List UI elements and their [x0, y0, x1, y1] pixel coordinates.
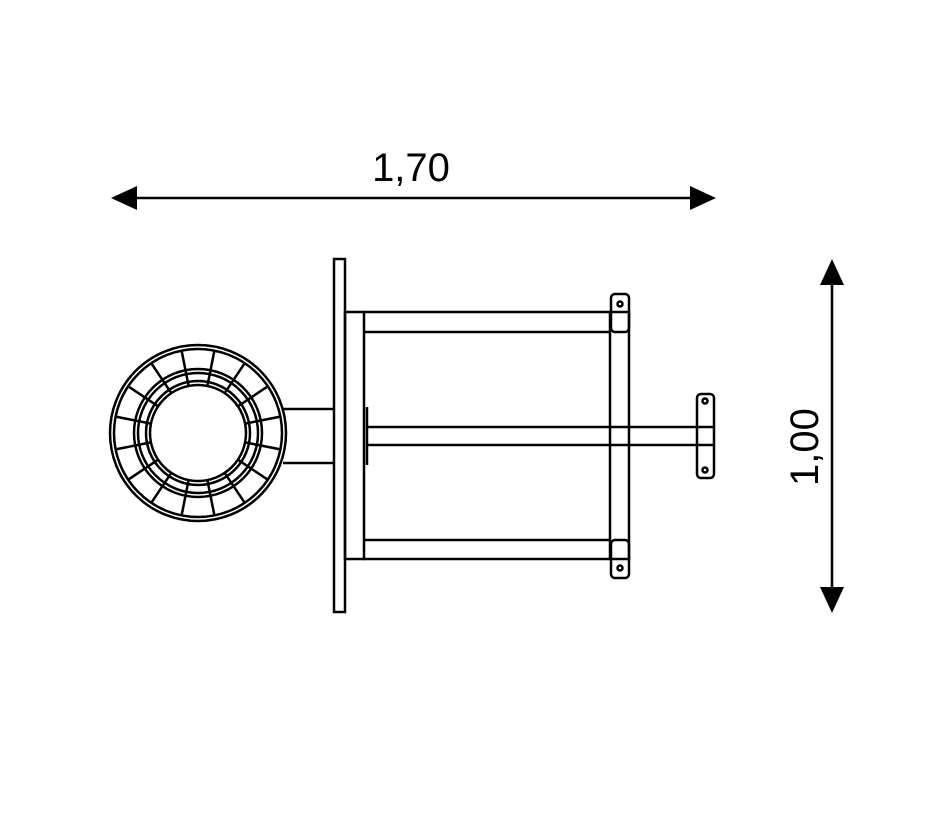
tube-inner-ring-b [148, 383, 248, 483]
depth-dimension-label: 1,00 [783, 408, 827, 486]
tube-spoke [180, 350, 190, 387]
depth-arrow-bottom [820, 587, 844, 613]
frame-right-post [608, 310, 631, 561]
tube-middle-ring-a [132, 367, 264, 499]
bracket-bottom [609, 538, 631, 580]
bracket-top [609, 292, 631, 334]
tube-spoke [115, 415, 152, 425]
tube-spoke [237, 385, 269, 408]
bracket-end-bolt-top [701, 397, 709, 405]
tube-spoke [223, 362, 246, 394]
tube-spoke [244, 415, 281, 425]
tube-spoke [223, 472, 246, 504]
tube-spoke [150, 362, 173, 394]
main-frame [343, 310, 631, 561]
tube-inner-ring-a [144, 379, 252, 487]
tube-spoke [127, 385, 159, 408]
tube-spoke [206, 350, 216, 387]
tube-spoke [127, 458, 159, 481]
tube-spoke [206, 479, 216, 516]
bracket-end [695, 392, 716, 480]
tube-spokes [115, 350, 281, 516]
width-dimension-label: 1,70 [372, 146, 450, 190]
tube-spoke [237, 458, 269, 481]
bracket-top-bolt [616, 300, 624, 308]
bracket-end-bolt-bottom [701, 466, 709, 474]
equipment-plan [108, 257, 716, 614]
tube-outer-ring-b [112, 347, 284, 519]
tube-connector [283, 407, 334, 465]
center-beam [365, 407, 713, 465]
tube-spoke [180, 479, 190, 516]
wall-panel [332, 257, 347, 614]
depth-arrow-top [820, 259, 844, 285]
width-arrow-right [690, 186, 716, 210]
tube-spoke [150, 472, 173, 504]
depth-dimension: 1,00 [783, 259, 844, 613]
bracket-bottom-plate [609, 538, 631, 580]
frame-left-post [343, 310, 366, 561]
tube-outer-ring-a [108, 343, 288, 523]
circular-tube [108, 343, 288, 523]
tube-spoke [115, 441, 152, 451]
width-arrow-left [111, 186, 137, 210]
tube-spoke [244, 441, 281, 451]
bracket-end-plate [695, 392, 716, 480]
width-dimension: 1,70 [111, 146, 716, 210]
bracket-bottom-bolt [616, 564, 624, 572]
bracket-top-plate [609, 292, 631, 334]
tube-middle-ring-b [136, 371, 260, 495]
